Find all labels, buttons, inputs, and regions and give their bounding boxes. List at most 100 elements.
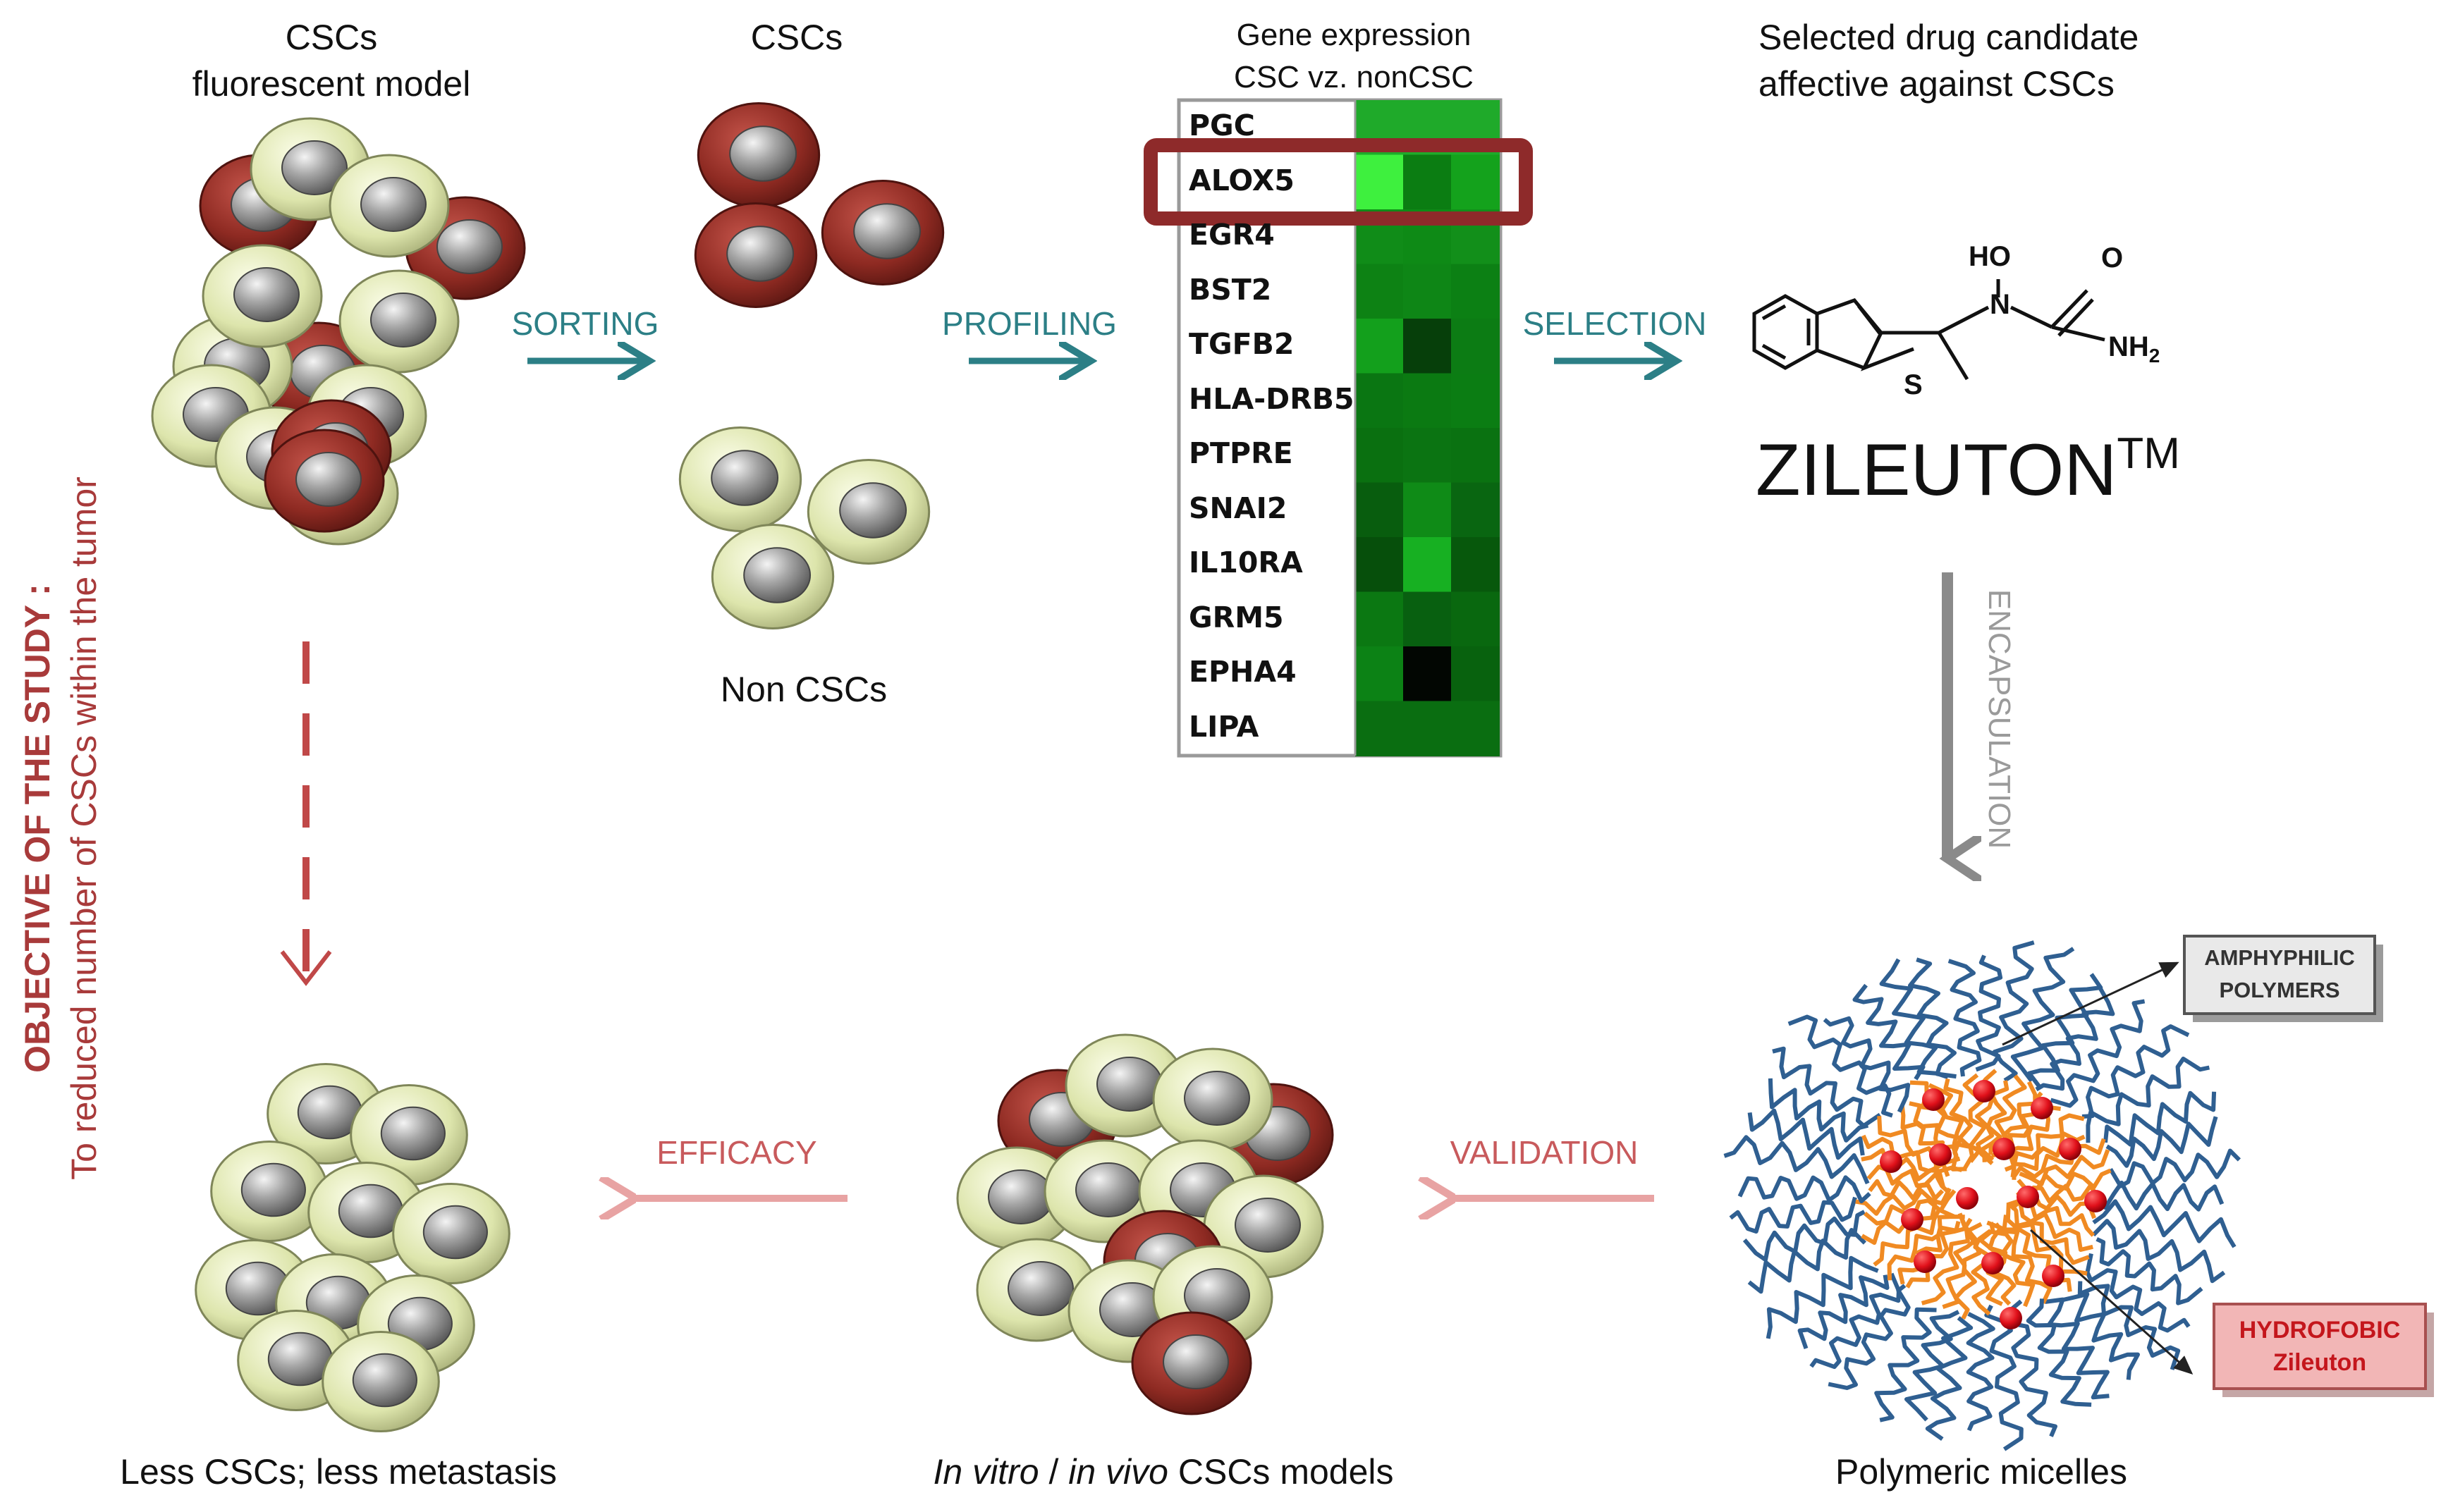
hydrophilic-chain [2103, 1090, 2217, 1147]
amphiphilic-box [2183, 935, 2376, 1015]
polymeric-micelle [1723, 940, 2241, 1451]
hydrophilic-chain [2105, 1116, 2218, 1168]
heatmap-cell [1403, 264, 1452, 319]
hydrophobic-chain [1942, 1217, 1978, 1310]
zileuton-dot [2059, 1138, 2081, 1160]
gene-label-il10ra: IL10RA [1189, 546, 1303, 579]
gene-expression-heatmap [1144, 98, 1533, 758]
heatmap-cell [1403, 591, 1452, 647]
drug-name: ZILEUTON [1756, 429, 2117, 511]
hydrophilic-chain [1768, 1078, 1869, 1143]
models-rest-text: CSCs models [1168, 1452, 1394, 1492]
zileuton-dot [1929, 1143, 1952, 1166]
gene-expression-label: Gene expression CSC vz. nonCSC [1156, 14, 1551, 99]
alox5-highlight-box [1144, 138, 1533, 226]
heatmap-cell [1451, 482, 1500, 538]
heatmap-cell [1355, 591, 1404, 647]
objective-arrowhead [280, 950, 332, 986]
gene-label-pgc: PGC [1189, 109, 1255, 142]
hydrophobic-pointer [2030, 1229, 2194, 1375]
amphiphilic-line-2: POLYMERS [2219, 978, 2340, 1002]
objective-block: OBJECTIVE OF THE STUDY : To reduced numb… [14, 381, 113, 1276]
hydrophobic-line-2: Zileuton [2272, 1349, 2367, 1376]
heatmap-cell [1451, 264, 1500, 319]
zileuton-dot [1880, 1150, 1902, 1173]
micelles-label: Polymeric micelles [1835, 1452, 2127, 1492]
gene-label-hla-drb5: HLA-DRB5 [1189, 381, 1354, 416]
non-csc-cell [392, 1182, 510, 1285]
gene-label-snai2: SNAI2 [1189, 491, 1287, 525]
gene-expression-title: Gene expression [1236, 18, 1472, 52]
hydrophilic-chain [1809, 1272, 1901, 1370]
objective-rotated: OBJECTIVE OF THE STUDY : To reduced numb… [14, 381, 113, 1276]
objective-title: OBJECTIVE OF THE STUDY : [18, 584, 57, 1073]
validation-label: VALIDATION [1450, 1134, 1639, 1171]
zileuton-dot [2017, 1186, 2039, 1208]
hydrophilic-chain [2026, 1298, 2092, 1407]
hydrophilic-chain [2092, 1199, 2237, 1248]
hydrophobic-chain [1855, 1187, 1952, 1216]
hydrophilic-chain [1975, 954, 2003, 1072]
gene-label-tgfb2: TGFB2 [1189, 327, 1295, 361]
zileuton-dot [2000, 1307, 2022, 1329]
models-separator: / [1039, 1452, 1069, 1492]
hydrophobic-chain [1994, 1222, 2052, 1304]
hydrophobic-chain [1909, 1101, 1967, 1172]
atom-nh-subscript: 2 [2148, 345, 2160, 367]
hydrophobic-chain [1887, 1215, 1965, 1281]
hydrophilic-chain [2045, 1297, 2110, 1400]
zileuton-dot [1973, 1080, 1995, 1102]
heatmap-cell [1451, 154, 1500, 210]
hydrophobic-chain [1986, 1220, 2017, 1306]
atom-n: N [1990, 289, 2010, 320]
csc-cell [821, 180, 945, 285]
non-csc-cell [976, 1238, 1097, 1342]
non-csc-cell [711, 524, 835, 629]
non-csc-cell [807, 459, 931, 565]
zileuton-name: ZILEUTONTM [1756, 429, 2180, 512]
gene-expression-subtitle: CSC vz. nonCSC [1234, 60, 1474, 94]
csc-model-label: CSCs fluorescent model [169, 14, 494, 107]
hydrophobic-chain [1877, 1116, 1963, 1174]
drug-candidate-title: Selected drug candidate [1758, 18, 2139, 57]
hydrophobic-chain [1861, 1134, 1950, 1177]
amphiphilic-line-1: AMPHYPHILIC [2204, 945, 2355, 970]
encapsulation-label-wrap: ENCAPSULATION [1974, 564, 2024, 874]
heatmap-cell [1403, 701, 1452, 756]
gene-label-ptpre: PTPRE [1189, 436, 1293, 470]
hydrophobic-chain [1928, 1083, 1974, 1171]
cscs-label: CSCs [750, 18, 843, 57]
hydrophobic-chain [1897, 1221, 1961, 1285]
hydrophobic-chain [2019, 1149, 2110, 1186]
hydrophilic-chain [1904, 1310, 1960, 1422]
hydrophilic-chain [1947, 959, 1982, 1077]
atom-s: S [1904, 369, 1923, 400]
amphiphilic-pointer [2002, 961, 2179, 1046]
less-cscs-label: Less CSCs; less metastasis [120, 1452, 557, 1492]
heatmap-cell [1451, 646, 1500, 702]
non-csc-cell [956, 1146, 1077, 1250]
hydrophobic-chain [1868, 1179, 1945, 1201]
csc-cell [264, 429, 385, 533]
hydrophilic-chain [1737, 1175, 1871, 1204]
hydrophilic-chain [1879, 958, 1949, 1079]
heatmap-cell [1451, 373, 1500, 429]
csc-model-title: CSCs [285, 18, 378, 57]
hydrophilic-chain [1742, 1210, 1866, 1262]
hydrophobic-chain [2006, 1198, 2093, 1252]
non-csc-cell [350, 1083, 468, 1186]
zileuton-dot [1914, 1250, 1936, 1273]
hydrophilic-chain [2077, 1281, 2181, 1370]
hydrophilic-chain [1992, 940, 2035, 1083]
atom-o: O [2101, 242, 2124, 273]
zileuton-dot [1993, 1138, 2015, 1160]
heatmap-cell [1355, 373, 1404, 429]
non-csc-cell [678, 426, 802, 532]
encapsulation-label: ENCAPSULATION [1982, 589, 2017, 849]
heatmap-cell [1355, 264, 1404, 319]
zileuton-dot [2084, 1190, 2107, 1212]
non-csc-cell [1152, 1047, 1273, 1152]
hydrophobic-chain [1873, 1207, 1955, 1267]
gene-label-egr4: EGR4 [1189, 218, 1275, 252]
